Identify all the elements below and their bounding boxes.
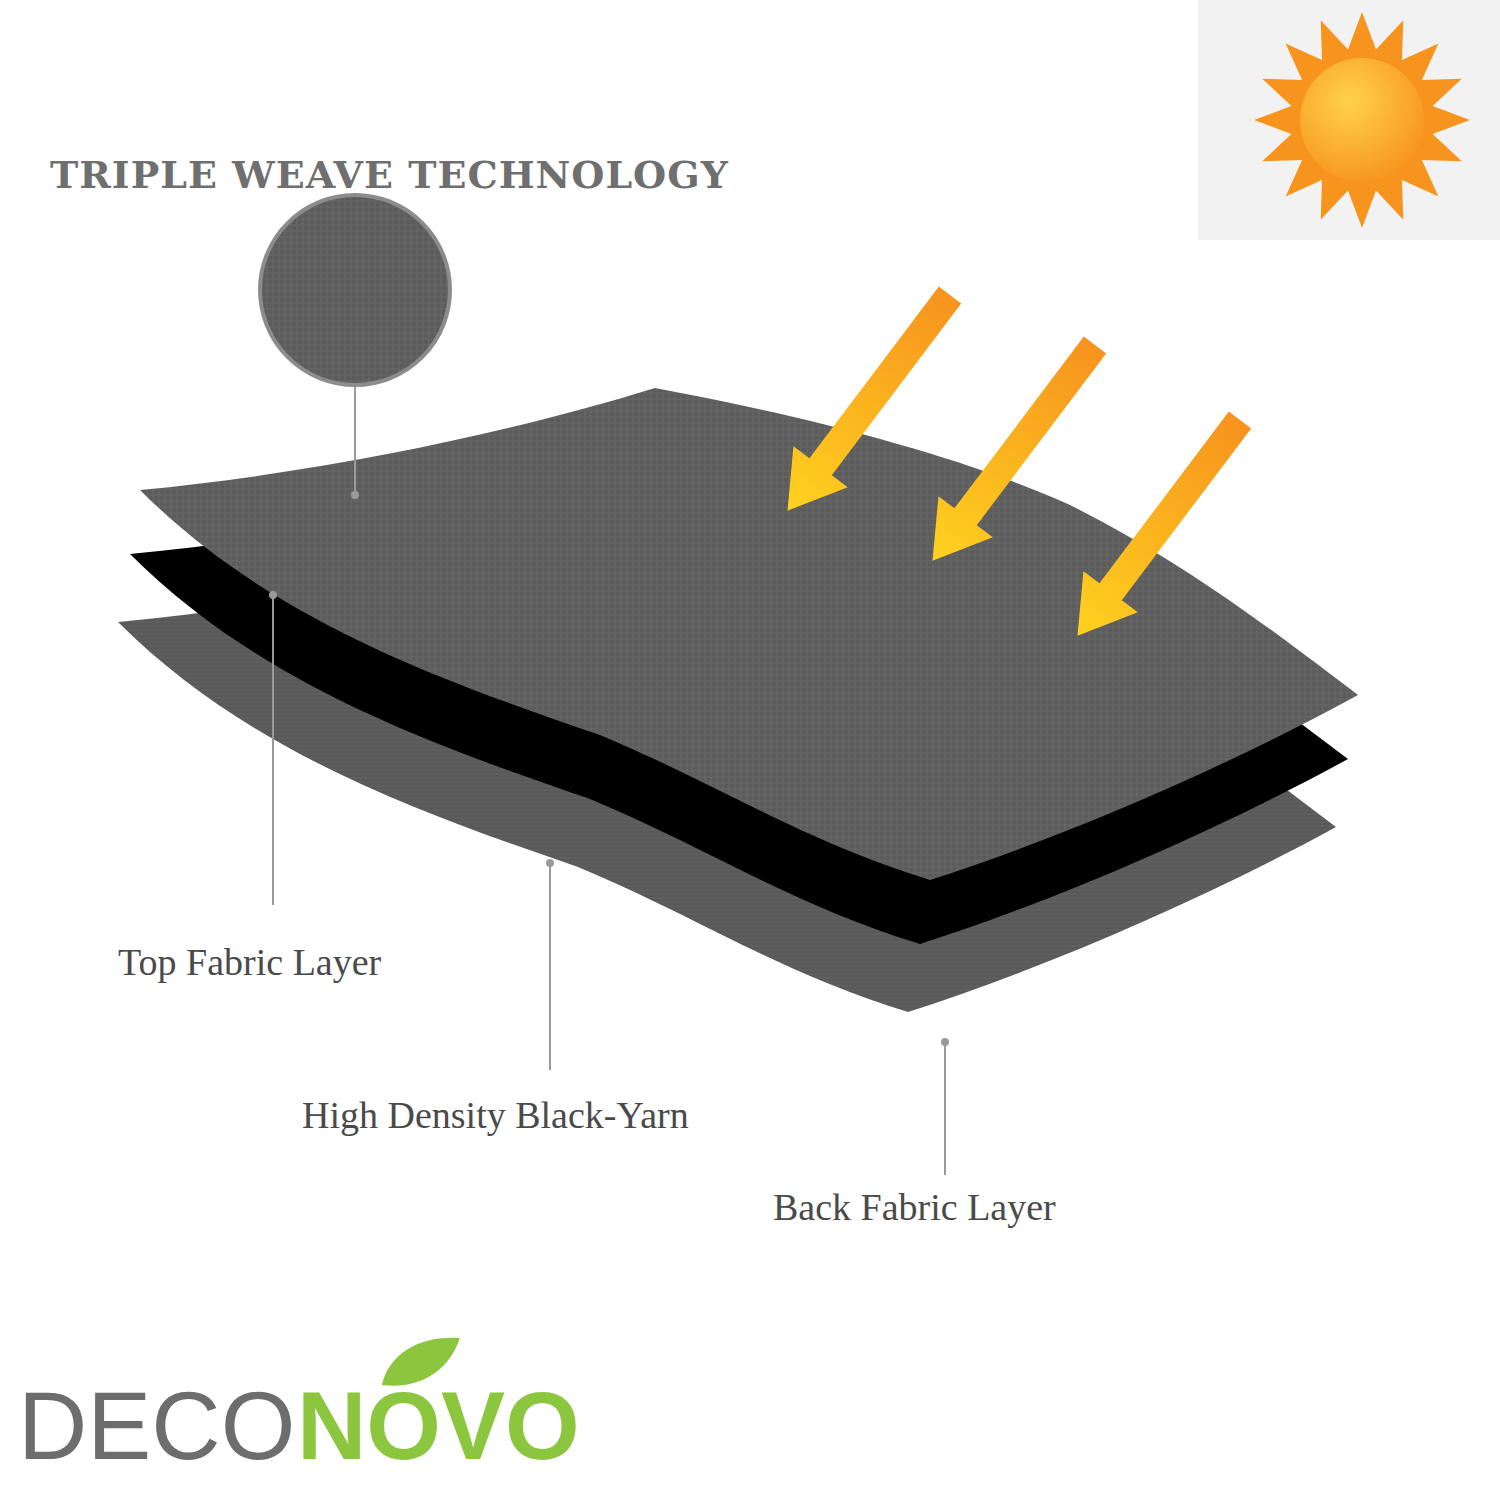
layer-label: High Density Black-Yarn: [302, 1093, 689, 1137]
sun-rays: [1254, 12, 1470, 228]
sun-arrows: [760, 275, 1267, 657]
leader-line: [354, 387, 356, 492]
sun-panel: [1198, 0, 1500, 240]
layer-label: Back Fabric Layer: [773, 1185, 1056, 1229]
sun-rays-shape: [1254, 12, 1470, 228]
diagram-title: TRIPLE WEAVE TECHNOLOGY: [50, 152, 729, 197]
top-fabric-layer: [140, 388, 1358, 880]
logo-text: NOVO: [297, 1378, 580, 1474]
layer-label: Top Fabric Layer: [118, 940, 381, 984]
sun: [1300, 58, 1424, 182]
leader-dot: [351, 491, 359, 499]
fabric-swatch: [260, 195, 450, 385]
logo-text: DECO: [18, 1378, 295, 1474]
leader-lines: [273, 598, 945, 1175]
